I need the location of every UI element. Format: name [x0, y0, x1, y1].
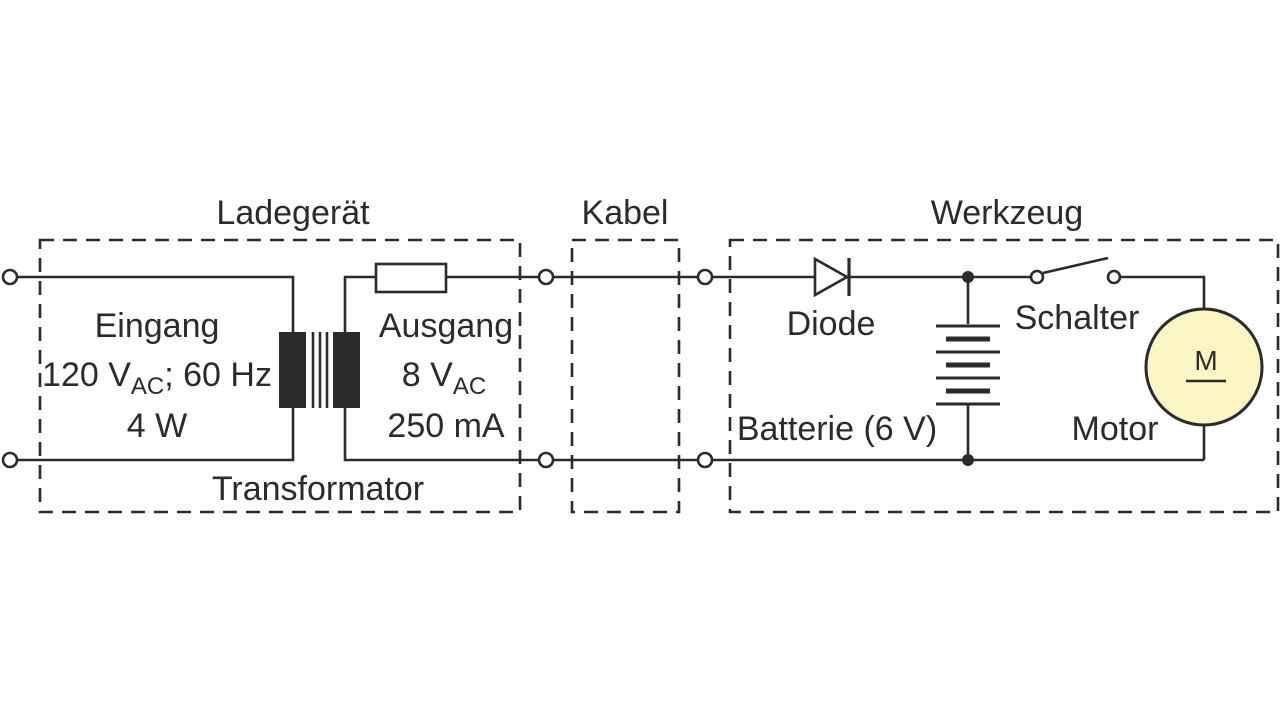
- output-voltage-sub: AC: [453, 373, 486, 400]
- battery: [936, 324, 1000, 406]
- transformer-secondary-coil: [333, 332, 360, 408]
- input-label: Eingang: [95, 307, 220, 345]
- output-voltage: 8 V: [402, 356, 453, 394]
- output-top-wire: [343, 275, 376, 332]
- charger-title: Ladegerät: [216, 194, 370, 232]
- tool-terminal-top: [696, 268, 714, 286]
- motor-label: Motor: [1072, 410, 1159, 448]
- transformer-label: Transformator: [212, 470, 424, 508]
- input-power: 4 W: [127, 407, 187, 445]
- cable-box: [570, 238, 681, 514]
- tool-top-wire: [1120, 275, 1206, 310]
- output-bottom-wire: [343, 408, 538, 462]
- switch-contact: [1029, 269, 1045, 285]
- output-label: Ausgang: [379, 307, 513, 345]
- motor: M: [1144, 307, 1264, 427]
- battery-label: Batterie (6 V): [737, 410, 937, 448]
- tool-box: [728, 238, 1280, 514]
- diode-label: Diode: [787, 305, 876, 343]
- input-terminal-bottom: [1, 451, 19, 469]
- motor-symbol: M: [1194, 345, 1217, 376]
- charger-output-terminal-top: [537, 268, 555, 286]
- input-voltage-sub: AC: [131, 373, 164, 400]
- output-current: 250 mA: [387, 407, 504, 445]
- input-rating: 120 VAC; 60 Hz: [42, 356, 272, 400]
- switch-contact: [1106, 269, 1122, 285]
- output-voltage-line: 8 VAC: [402, 356, 486, 400]
- resistor: [374, 262, 448, 294]
- transformer: [279, 332, 360, 408]
- cable-title: Kabel: [582, 194, 669, 232]
- transformer-primary-coil: [279, 332, 306, 408]
- switch: [1029, 256, 1122, 285]
- charger-box: [38, 238, 522, 514]
- diode: [813, 256, 851, 298]
- input-bottom-wire: [18, 408, 295, 462]
- input-top-wire: [18, 275, 295, 332]
- junction-dot: [962, 271, 974, 283]
- charger-output-terminal-bottom: [537, 451, 555, 469]
- junction-dot: [962, 454, 974, 466]
- input-voltage: 120 V: [42, 356, 131, 394]
- input-terminal-top: [1, 268, 19, 286]
- switch-label: Schalter: [1015, 299, 1140, 337]
- tool-terminal-bottom: [696, 451, 714, 469]
- switch-blade: [1042, 256, 1109, 275]
- tool-title: Werkzeug: [931, 194, 1083, 232]
- motor-circle: [1144, 307, 1264, 427]
- input-frequency: ; 60 Hz: [164, 356, 272, 394]
- diode-triangle: [813, 256, 850, 298]
